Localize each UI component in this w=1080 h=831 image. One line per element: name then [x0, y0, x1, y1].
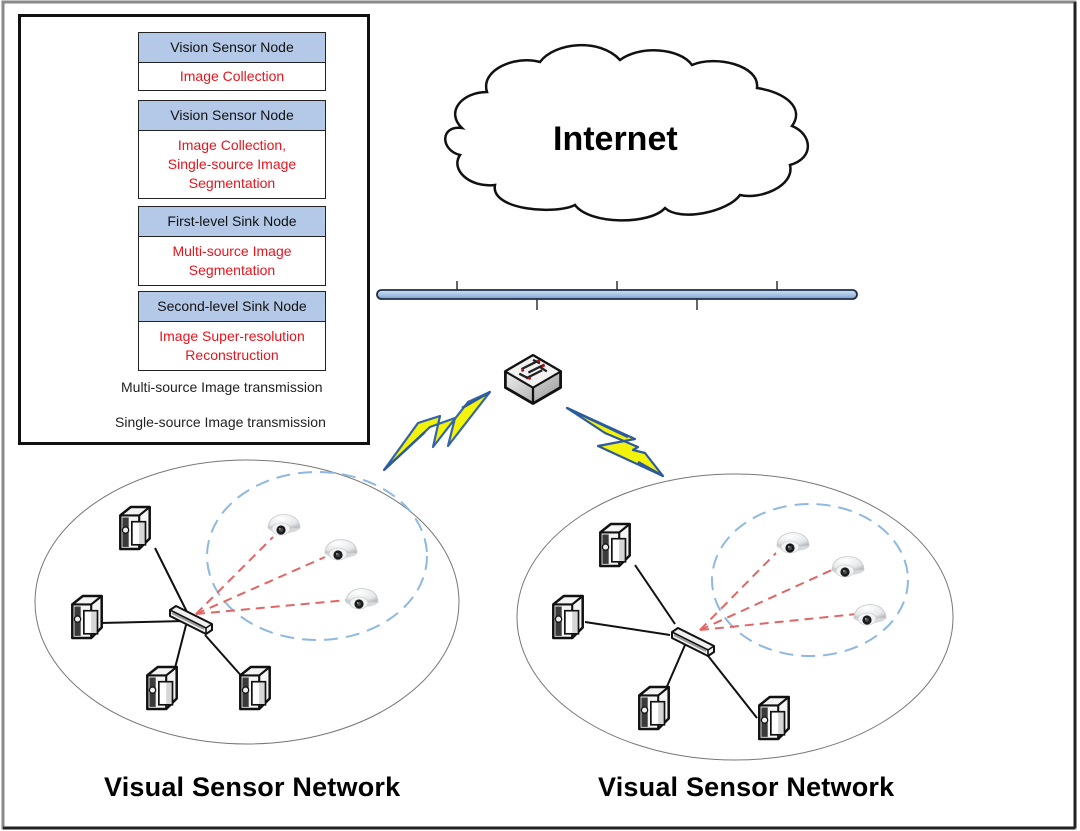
wireless-link-left [382, 390, 492, 472]
visual-sensor-network-left [34, 459, 460, 745]
dome-camera-node [267, 514, 301, 536]
internet-label: Internet [553, 120, 678, 158]
dome-camera-node [831, 556, 865, 578]
camcorder-node [638, 685, 670, 731]
network-title-left: Visual Sensor Network [104, 772, 401, 802]
legend: Vision Sensor Node Image Collection Visi… [18, 14, 370, 445]
camcorder-node [71, 594, 103, 640]
legend-card: Second-level Sink Node Image Super-resol… [138, 291, 326, 371]
legend-card: First-level Sink Node Multi-source Image… [138, 206, 326, 286]
legend-line-label-multi: Multi-source Image transmission [121, 379, 323, 395]
wireless-link-right [565, 406, 665, 478]
dome-camera-node [324, 539, 358, 561]
legend-card: Vision Sensor Node Image Collection, Sin… [138, 100, 326, 199]
network-title-right: Visual Sensor Network [598, 772, 895, 802]
camcorder-node [119, 505, 151, 551]
legend-card-title: First-level Sink Node [139, 207, 325, 237]
camcorder-node [239, 665, 271, 711]
legend-card: Vision Sensor Node Image Collection [138, 32, 326, 91]
legend-card-title: Vision Sensor Node [139, 33, 325, 63]
internet-cloud [444, 44, 809, 222]
camcorder-node [599, 522, 631, 568]
legend-card-role: Image Collection, Single-source Image Se… [167, 137, 297, 191]
network-bus [376, 281, 858, 310]
legend-line-label-single: Single-source Image transmission [115, 414, 326, 430]
camcorder-node [552, 594, 584, 640]
camcorder-node [146, 665, 178, 711]
hub-node [671, 627, 715, 657]
legend-card-title: Vision Sensor Node [139, 101, 325, 131]
legend-card-role: Multi-source Image Segmentation [172, 243, 292, 278]
visual-sensor-network-right [516, 473, 954, 761]
second-level-sink-node [504, 353, 562, 405]
hub-node [169, 605, 213, 635]
camcorder-node [758, 695, 790, 741]
dome-camera-node [776, 532, 810, 554]
legend-card-title: Second-level Sink Node [139, 292, 325, 322]
dome-camera-node [345, 588, 379, 610]
dome-camera-node [853, 604, 887, 626]
legend-card-role: Image Collection [179, 68, 285, 84]
legend-card-role: Image Super-resolution Reconstruction [159, 328, 305, 363]
